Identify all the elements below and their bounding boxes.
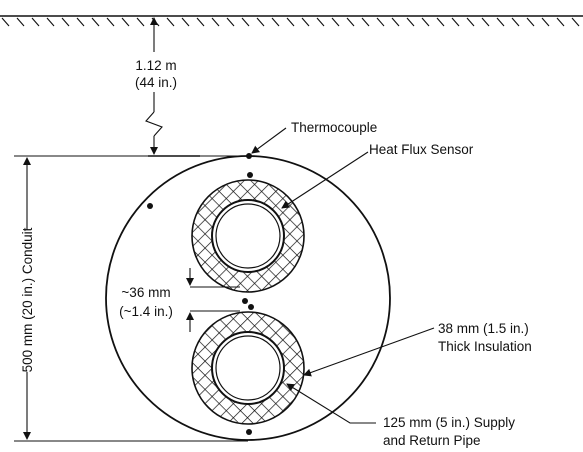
depth-dimension: 1.12 m (44 in.) [135, 17, 200, 157]
insulation-label-line2: Thick Insulation [438, 339, 532, 354]
ground-hatch-tick [61, 17, 70, 27]
ground-hatching [1, 17, 580, 27]
ground-hatch-tick [436, 17, 445, 27]
ground-hatch-tick [556, 17, 565, 27]
ground-hatch-tick [301, 17, 310, 27]
thermocouple-dot-top [246, 153, 252, 159]
gap-dimension: ~36 mm (~1.4 in.) [119, 268, 240, 332]
conduit-dimension: 500 mm (20 in.) Conduit [14, 155, 248, 442]
gap-label-imperial: (~1.4 in.) [119, 304, 173, 319]
upper-pipe-bore [215, 203, 281, 269]
ground-hatch-tick [76, 17, 85, 27]
ground-hatch-tick [226, 17, 235, 27]
ground-hatch-tick [196, 17, 205, 27]
ground-hatch-tick [316, 17, 325, 27]
insulation-leader [303, 327, 435, 377]
ground-hatch-tick [256, 17, 265, 27]
ground-hatch-tick [406, 17, 415, 27]
depth-label-metric: 1.12 m [135, 58, 176, 73]
supply-pipe-assembly [191, 179, 305, 293]
conduit-diameter-label: 500 mm (20 in.) Conduit [20, 227, 35, 372]
depth-label-imperial: (44 in.) [135, 75, 177, 90]
ground-hatch-tick [481, 17, 490, 27]
leader-lines [251, 127, 435, 424]
thermocouple-dot-upper-insulation [247, 172, 253, 178]
ground-hatch-tick [346, 17, 355, 27]
ground-hatch-tick [376, 17, 385, 27]
gap-label-metric: ~36 mm [121, 285, 170, 300]
ground-hatch-tick [121, 17, 130, 27]
return-pipe-assembly [191, 311, 305, 425]
insulation-label-line1: 38 mm (1.5 in.) [438, 321, 529, 336]
thermocouple-dot-bottom [246, 429, 252, 435]
ground-hatch-tick [181, 17, 190, 27]
ground-surface [0, 15, 583, 27]
ground-hatch-tick [91, 17, 100, 27]
ground-hatch-tick [511, 17, 520, 27]
ground-hatch-tick [391, 17, 400, 27]
ground-hatch-tick [166, 17, 175, 27]
thermocouple-leader [251, 127, 287, 154]
ground-hatch-tick [286, 17, 295, 27]
pipe-label-line2: and Return Pipe [383, 433, 481, 448]
ground-hatch-tick [421, 17, 430, 27]
thermocouples [147, 153, 254, 435]
ground-hatch-tick [16, 17, 25, 27]
ground-hatch-tick [136, 17, 145, 27]
pipe-label-line1: 125 mm (5 in.) Supply [383, 415, 515, 430]
ground-hatch-tick [46, 17, 55, 27]
ground-hatch-tick [211, 17, 220, 27]
ground-hatch-tick [151, 17, 160, 27]
thermocouple-dot-gap-upper [242, 298, 248, 304]
lower-pipe-bore [215, 335, 281, 401]
ground-hatch-tick [466, 17, 475, 27]
ground-hatch-tick [541, 17, 550, 27]
ground-hatch-tick [571, 17, 580, 27]
thermocouple-label: Thermocouple [291, 120, 377, 135]
ground-hatch-tick [241, 17, 250, 27]
heat-flux-sensor-leader [281, 151, 369, 209]
pipe-leader [286, 383, 376, 424]
ground-hatch-tick [331, 17, 340, 27]
thermocouple-dot-gap-lower [248, 304, 254, 310]
ground-hatch-tick [526, 17, 535, 27]
ground-hatch-tick [106, 17, 115, 27]
ground-hatch-tick [496, 17, 505, 27]
ground-hatch-tick [271, 17, 280, 27]
ground-hatch-tick [31, 17, 40, 27]
ground-hatch-tick [451, 17, 460, 27]
ground-hatch-tick [1, 17, 10, 27]
thermocouple-dot-air [147, 203, 153, 209]
ground-hatch-tick [361, 17, 370, 27]
heat-flux-sensor-label: Heat Flux Sensor [369, 142, 474, 157]
